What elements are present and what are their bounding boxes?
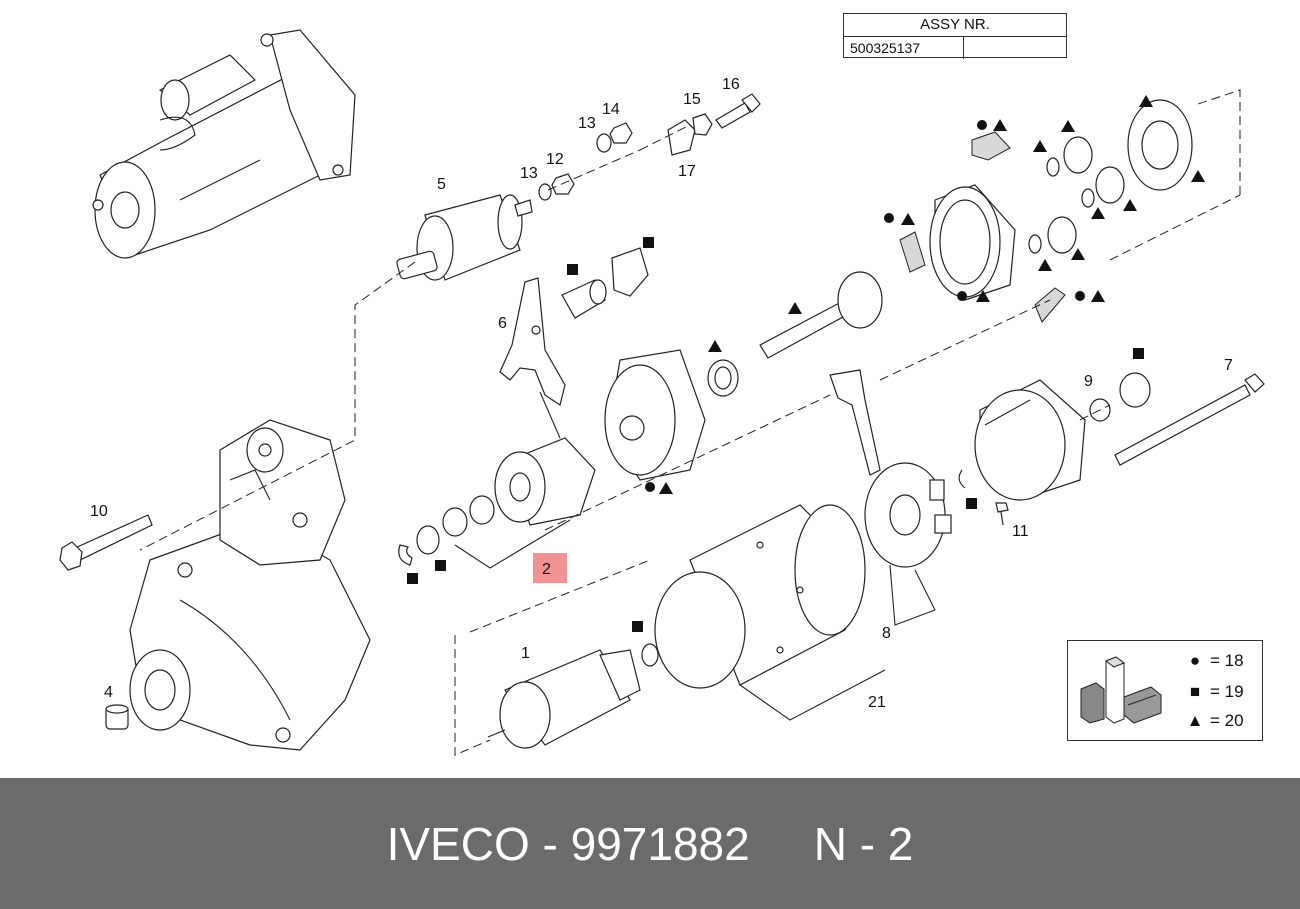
bolt-10	[59, 514, 153, 571]
callout-9: 9	[1084, 373, 1093, 390]
callout-15: 15	[683, 91, 701, 108]
assembled-starter-illustration	[92, 29, 356, 259]
brush-holder-8	[829, 369, 952, 568]
footer-banner: IVECO - 9971882 N - 2	[0, 778, 1300, 909]
pinion-drive-2	[398, 437, 596, 566]
callout-10: 10	[90, 503, 108, 520]
assembly-number-box: ASSY NR. 500325137	[843, 13, 1067, 59]
small-hardware	[538, 93, 761, 201]
callout-labels: 1 2 4 5 6 7 8 9 10 11 12 13 13 14 15 16 …	[90, 76, 1233, 711]
legend-text-19: = 19	[1210, 682, 1244, 701]
callout-11: 11	[1012, 523, 1029, 540]
callout-2-highlight	[533, 553, 567, 583]
shift-fork-6	[499, 277, 566, 406]
triangle-icon: ▲	[1186, 711, 1204, 730]
assembly-number: 500325137	[844, 37, 964, 59]
callout-7: 7	[1224, 357, 1233, 374]
drive-end-housing	[129, 419, 371, 751]
legend-text-18: = 18	[1210, 651, 1244, 670]
page-label: N - 2	[813, 817, 914, 870]
planetary-gearset	[899, 99, 1193, 323]
armature-1	[487, 643, 659, 749]
intermediate-bracket	[604, 349, 739, 481]
legend-text-20: = 20	[1210, 711, 1244, 730]
legend-row-18: ● = 18	[1186, 651, 1244, 671]
callout-6: 6	[498, 315, 507, 332]
kit-illustration-icon	[1080, 656, 1162, 724]
callout-17: 17	[678, 163, 696, 180]
callout-4: 4	[104, 684, 113, 701]
assembly-header: ASSY NR.	[844, 14, 1066, 37]
leader-lines	[139, 89, 1241, 756]
legend: ● = 18 ■ = 19 ▲ = 20	[1067, 640, 1263, 741]
callout-5: 5	[437, 176, 446, 193]
solenoid-5	[396, 194, 533, 281]
circle-icon: ●	[1189, 651, 1201, 670]
assembly-empty-cell	[964, 37, 1066, 59]
callout-14: 14	[602, 101, 620, 118]
callout-13b: 13	[578, 115, 596, 132]
end-cover	[958, 372, 1265, 526]
callout-2: 2	[542, 561, 551, 578]
symbol-markers	[407, 95, 1205, 632]
exploded-parts-diagram: 1 2 4 5 6 7 8 9 10 11 12 13 13 14 15 16 …	[59, 29, 1265, 756]
legend-row-19: ■ = 19	[1186, 682, 1244, 702]
field-frame	[654, 504, 866, 689]
legend-row-20: ▲ = 20	[1186, 711, 1244, 731]
callout-16: 16	[722, 76, 740, 93]
callout-21: 21	[868, 694, 886, 711]
callout-8: 8	[882, 625, 891, 642]
plunger-parts	[561, 247, 649, 319]
part-number-label: IVECO - 9971882	[386, 817, 750, 870]
callout-1: 1	[521, 645, 530, 662]
bushing-4	[105, 704, 129, 730]
callout-12: 12	[546, 151, 564, 168]
square-icon: ■	[1189, 682, 1201, 701]
output-shaft	[759, 271, 883, 359]
callout-13a: 13	[520, 165, 538, 182]
